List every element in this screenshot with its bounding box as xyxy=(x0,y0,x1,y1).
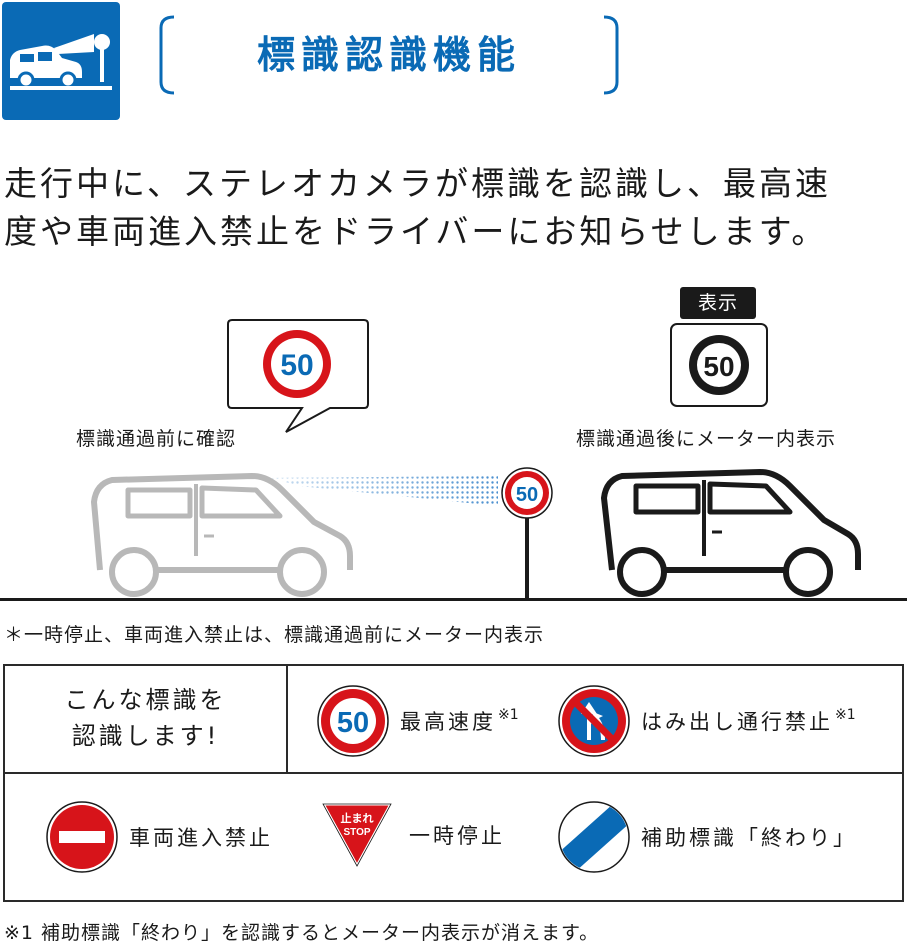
note-text: ＊一時停止、車両進入禁止は、標識通過前にメーター内表示 xyxy=(4,624,545,646)
title-frame: 標識認識機能 xyxy=(158,14,620,96)
caption-before: 標識通過前に確認 xyxy=(76,428,237,450)
bubble-sign-value: 50 xyxy=(280,349,313,382)
car-camera-sign-icon xyxy=(10,34,112,90)
sign-item-no-entry: 車両進入禁止 xyxy=(45,800,273,874)
footnote: ※1 補助標識「終わり」を認識するとメーター内表示が消えます。 xyxy=(4,922,600,944)
lead-line-1: 走行中に、ステレオカメラが標識を認識し、最高速 xyxy=(4,164,832,203)
intro-line-2: 認識します! xyxy=(71,722,220,750)
sign-label-speed-limit: 最高速度※1 xyxy=(400,707,519,734)
header-icon-box xyxy=(2,2,120,120)
intro-line-1: こんな標識を xyxy=(64,686,227,714)
car-before xyxy=(91,473,353,597)
meter-display: 50 xyxy=(670,323,768,407)
no-entry-sign-icon xyxy=(46,801,118,873)
meter-sign-value: 50 xyxy=(703,351,734,382)
sign-table: こんな標識を 認識します! 50 最高速度※1 はみ出し通行禁止※1 xyxy=(3,664,904,902)
sign-label-end-of-restriction: 補助標識「終わり」 xyxy=(641,826,857,850)
speed-limit-value: 50 xyxy=(337,707,369,739)
roadside-sign: 50 xyxy=(501,467,553,600)
no-overtaking-sign-icon xyxy=(558,685,630,757)
stop-sign-text-bottom: STOP xyxy=(343,827,370,838)
sign-item-speed-limit: 50 最高速度※1 xyxy=(316,684,519,758)
stop-sign-icon: 止まれ STOP xyxy=(321,802,393,868)
sign-item-end-of-restriction: 補助標識「終わり」 xyxy=(557,800,857,874)
illustration: 50 50 50 xyxy=(0,319,907,601)
lead-text: 走行中に、ステレオカメラが標識を認識し、最高速 度や車両進入禁止をドライバーにお… xyxy=(4,160,904,256)
end-of-restriction-sign-icon xyxy=(558,801,630,873)
intro-cell: こんな標識を 認識します! xyxy=(5,666,288,774)
speech-bubble: 50 xyxy=(227,319,369,433)
lead-line-2: 度や車両進入禁止をドライバーにお知らせします。 xyxy=(4,212,828,251)
row-divider xyxy=(5,772,902,774)
page-title: 標識認識機能 xyxy=(256,33,521,77)
car-after xyxy=(601,469,861,597)
speed-limit-sign-icon: 50 xyxy=(317,685,389,757)
roadside-sign-value: 50 xyxy=(516,484,538,506)
sign-label-no-entry: 車両進入禁止 xyxy=(129,826,273,850)
sign-item-stop: 止まれ STOP 一時停止 xyxy=(321,800,505,870)
display-badge: 表示 xyxy=(680,287,756,319)
camera-beam xyxy=(272,476,498,506)
sign-label-stop: 一時停止 xyxy=(409,824,505,848)
sign-item-no-overtaking: はみ出し通行禁止※1 xyxy=(557,684,856,758)
sign-label-no-overtaking: はみ出し通行禁止※1 xyxy=(641,707,856,734)
caption-after: 標識通過後にメーター内表示 xyxy=(576,428,837,450)
title-brackets xyxy=(159,15,619,95)
road-line xyxy=(0,598,907,601)
stop-sign-text-top: 止まれ xyxy=(341,811,374,825)
intro-text: こんな標識を 認識します! xyxy=(5,682,286,754)
